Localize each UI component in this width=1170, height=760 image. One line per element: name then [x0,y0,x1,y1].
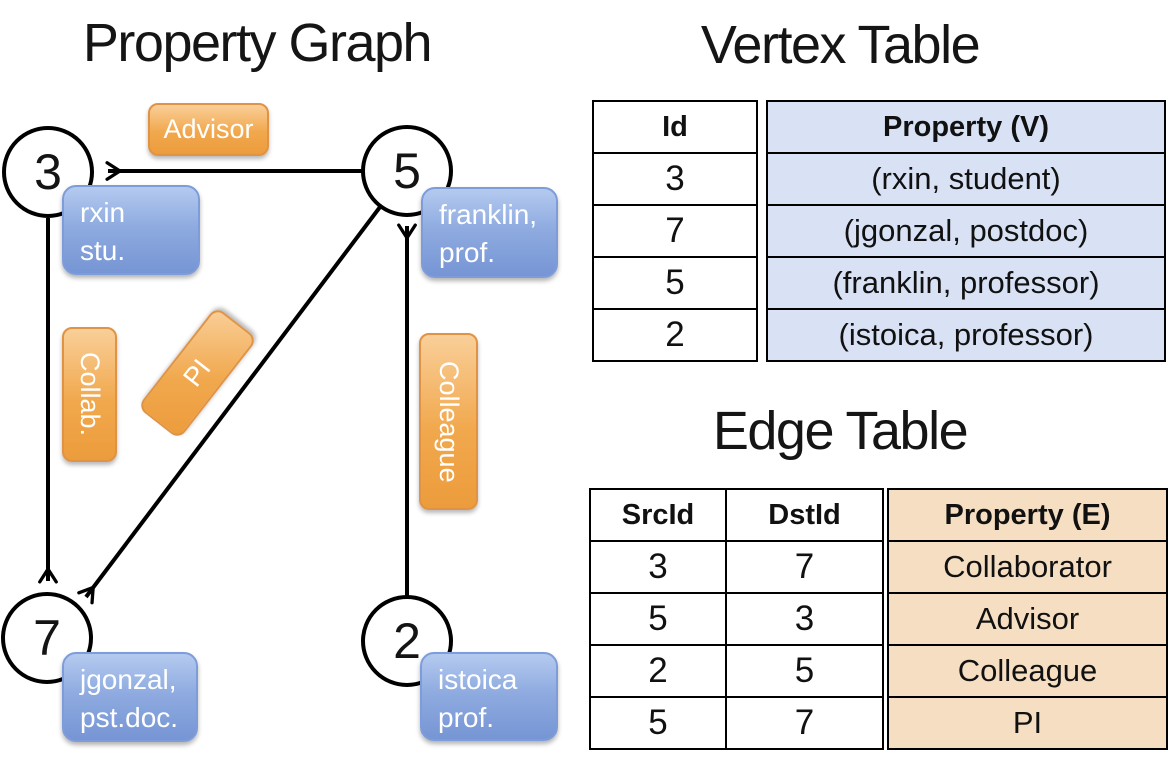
edge-table-header-dstid: DstId [725,488,884,542]
vertex-table-property-cell: (rxin, student) [766,152,1166,206]
vertex-table-id-cell: 3 [592,152,758,206]
edge-table-property-cell: Collaborator [887,540,1168,594]
edge-label-pi-text: PI [177,353,217,392]
edge-table-property-cell: Colleague [887,644,1168,698]
vertex-property-box-istoica: istoica prof. [420,652,558,741]
vertex-table-property-cell: (jgonzal, postdoc) [766,204,1166,258]
vertex-property-franklin-line2: prof. [439,237,496,268]
edge-table-header-property: Property (E) [887,488,1168,542]
vertex-table-property-cell: (istoica, professor) [766,308,1166,362]
vertex-circle-2: 2 [361,595,453,687]
edge-table-dst-cell: 7 [725,540,884,594]
vertex-property-rxin-line2: stu. [80,235,126,266]
edge-label-collab-text: Collab. [75,352,105,437]
edge-table-src-cell: 2 [589,644,727,698]
vertex-property-box-jgonzal: jgonzal, pst.doc. [62,652,198,742]
vertex-id-7: 7 [33,610,61,666]
vertex-property-box-rxin: rxin stu. [62,185,200,275]
property-graph-title: Property Graph [82,13,433,73]
vertex-circle-5: 5 [361,125,453,217]
edge-table-id-columns: SrcId DstId 3 7 5 3 2 5 5 7 [589,488,884,750]
edge-table-property-cell: Advisor [887,592,1168,646]
edge-table-dst-cell: 5 [725,644,884,698]
vertex-table-id-cell: 7 [592,204,758,258]
edge-table-header-srcid: SrcId [589,488,727,542]
edge-table-src-cell: 5 [589,696,727,750]
edge-label-colleague-text: Colleague [434,360,464,483]
vertex-table-title: Vertex Table [700,15,981,75]
edge-label-advisor-text: Advisor [163,114,254,144]
vertex-table-property-cell: (franklin, professor) [766,256,1166,310]
edge-label-collab: Collab. [62,327,117,462]
edge-label-colleague: Colleague [419,333,478,510]
vertex-property-jgonzal-line2: pst.doc. [80,702,179,733]
vertex-property-box-franklin: franklin, prof. [421,187,558,278]
edge-label-advisor: Advisor [148,103,269,156]
edge-table-dst-cell: 7 [725,696,884,750]
edge-table-dst-cell: 3 [725,592,884,646]
vertex-table-id-column: Id 3 7 5 2 [592,100,758,362]
vertex-table-id-cell: 2 [592,308,758,362]
vertex-id-2: 2 [393,613,421,669]
graph-edges [38,161,417,605]
edge-table-title: Edge Table [712,401,969,461]
vertex-id-3: 3 [34,144,62,200]
edge-table-property-cell: PI [887,696,1168,750]
edge-table-src-cell: 3 [589,540,727,594]
vertex-property-jgonzal-line1: jgonzal, [80,664,177,695]
edge-table-property-column: Property (E) Collaborator Advisor Collea… [887,488,1168,750]
vertex-property-istoica-line1: istoica [438,664,518,695]
vertex-property-istoica-line2: prof. [438,702,495,733]
vertex-table-header-id: Id [592,100,758,154]
vertex-property-franklin-line1: franklin, [439,199,538,230]
vertex-table-id-cell: 5 [592,256,758,310]
vertex-table-header-property: Property (V) [766,100,1166,154]
vertex-property-rxin-line1: rxin [80,197,126,228]
edge-table-src-cell: 5 [589,592,727,646]
vertex-id-5: 5 [393,143,421,199]
vertex-table-property-column: Property (V) (rxin, student) (jgonzal, p… [766,100,1166,362]
edge-arrow-pi-5-to-7 [77,205,382,605]
